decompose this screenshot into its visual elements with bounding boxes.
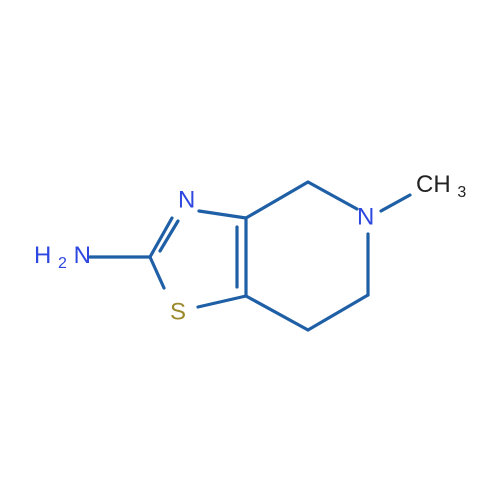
methyl-label-subscript: 3	[457, 184, 466, 201]
bond-n3-c3a	[197, 209, 248, 220]
bond-c2-n3	[148, 216, 174, 259]
bond-c3a-c4	[244, 180, 310, 220]
atom-label-n3: N	[178, 186, 195, 213]
atom-label-s1: S	[170, 298, 186, 325]
amine-label-h: H	[34, 242, 51, 269]
atom-label-methyl: CH 3	[416, 171, 466, 201]
atom-label-amine: H 2 N	[34, 242, 91, 276]
bond-c7-c7a	[244, 294, 310, 332]
methyl-label-main: CH	[416, 171, 451, 198]
amine-label-subscript: 2	[58, 255, 67, 272]
bond-c4-n5	[306, 180, 359, 211]
amine-label-n: N	[74, 242, 91, 269]
atom-label-n5: N	[357, 203, 374, 230]
bonds	[88, 180, 412, 332]
atom-labels: N N S CH 3 H 2 N	[34, 171, 466, 325]
bond-n5-ch3	[379, 193, 412, 213]
bond-s1-c2	[148, 255, 166, 290]
bond-c2-n3-double	[158, 219, 180, 253]
bond-c6-c7	[306, 293, 370, 332]
bond-c7a-s1	[196, 294, 248, 309]
